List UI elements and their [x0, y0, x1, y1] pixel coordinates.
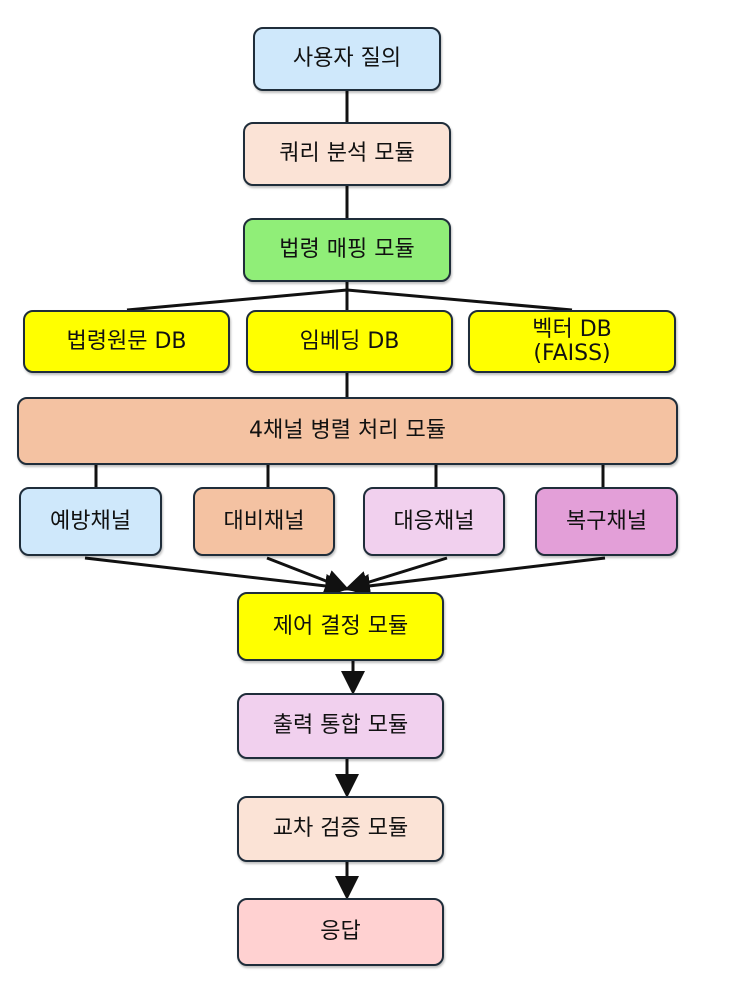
- law-mapping-node: 법령 매핑 모듈: [243, 218, 451, 282]
- output-integration-node: 출력 통합 모듈: [237, 693, 444, 759]
- prevention-channel-node: 예방채널: [19, 487, 162, 556]
- recovery-channel-node: 복구채널: [535, 487, 678, 556]
- response-channel-node: 대응채널: [363, 487, 505, 556]
- parallel-processing-node: 4채널 병렬 처리 모듈: [17, 397, 678, 465]
- embedding-db-node: 임베딩 DB: [246, 310, 453, 373]
- arrow-ch2-control: [266, 556, 350, 593]
- cross-verification-node: 교차 검증 모듈: [237, 796, 444, 862]
- edge-to-db-law: [126, 288, 348, 312]
- control-decision-node: 제어 결정 모듈: [237, 592, 444, 661]
- edge-to-db-vector: [346, 288, 573, 312]
- preparedness-channel-node: 대비채널: [193, 487, 335, 556]
- arrow-ch1-control: [84, 556, 349, 598]
- response-node: 응답: [237, 898, 444, 966]
- user-query-node: 사용자 질의: [253, 27, 441, 91]
- vector-db-node: 벡터 DB (FAISS): [468, 310, 676, 373]
- query-analysis-node: 쿼리 분석 모듈: [243, 122, 451, 186]
- law-text-db-node: 법령원문 DB: [23, 310, 230, 373]
- vector-db-sublabel: (FAISS): [533, 340, 611, 366]
- vector-db-label: 벡터 DB: [532, 317, 612, 343]
- arrow-ch4-control: [346, 556, 606, 598]
